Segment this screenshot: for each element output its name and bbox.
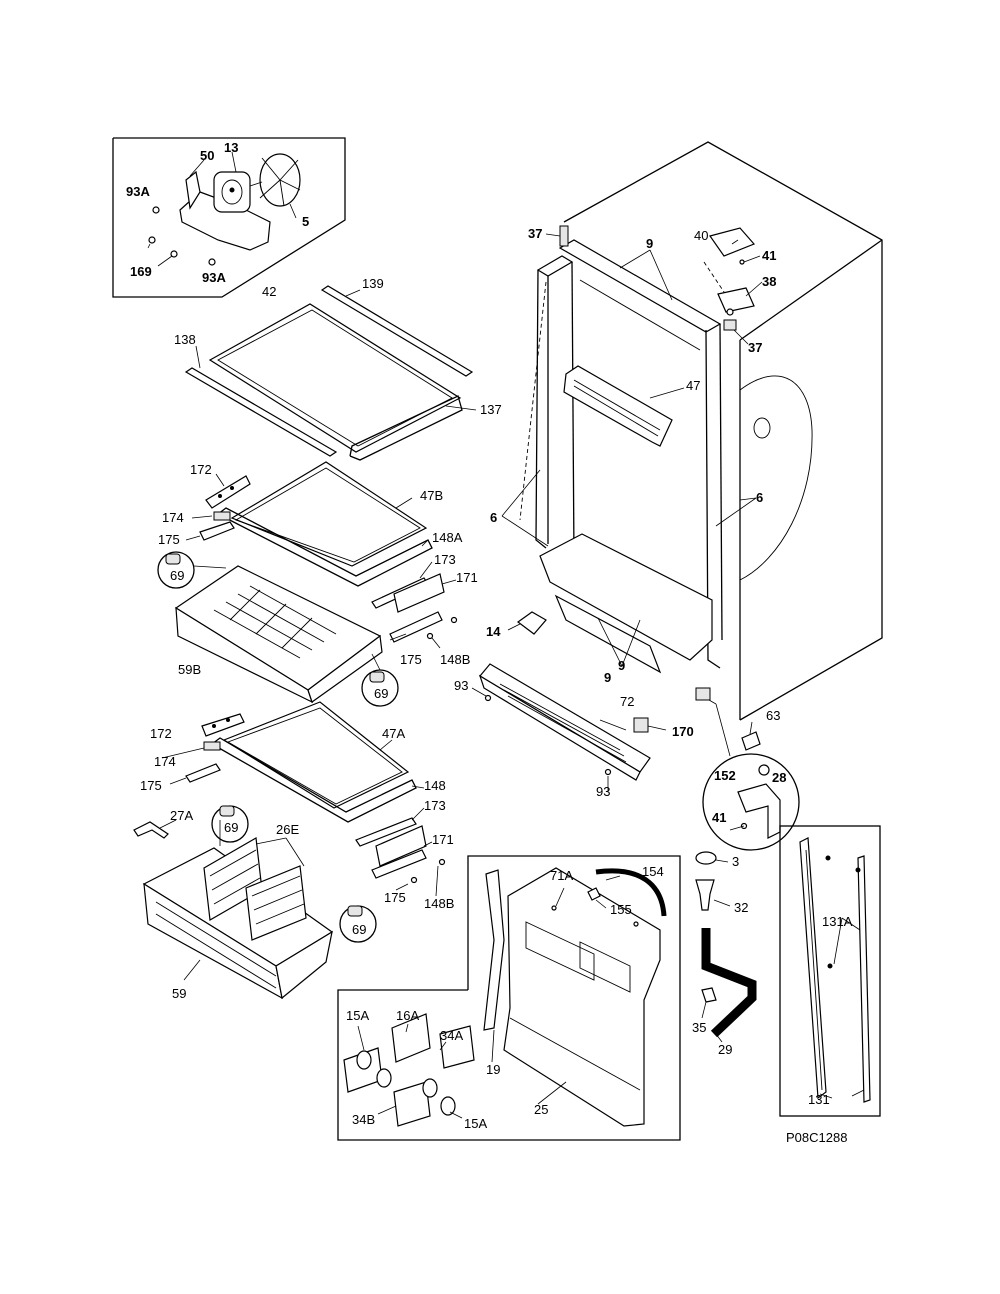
label-50: 50: [200, 148, 214, 163]
label-3: 3: [732, 854, 739, 869]
label-47a: 47A: [382, 726, 405, 741]
label-9: 9: [646, 236, 653, 251]
fan-motor-inset: 50 13 93A 5 169 93A: [112, 137, 346, 298]
label-137: 137: [480, 402, 502, 417]
label-174: 174: [162, 510, 184, 525]
label-139: 139: [362, 276, 384, 291]
label-27a: 27A: [170, 808, 193, 823]
label-138: 138: [174, 332, 196, 347]
upper-crisper-assembly: 172 47B 174 148A 175 69 173 171 59B 175 …: [157, 461, 478, 707]
label-148: 148: [424, 778, 446, 793]
label-40: 40: [694, 228, 708, 243]
label-32: 32: [734, 900, 748, 915]
label-175: 175: [158, 532, 180, 547]
label-152: 152: [714, 768, 736, 783]
label-29: 29: [718, 1042, 732, 1057]
label-93a: 93A: [126, 184, 150, 199]
label-37: 37: [528, 226, 542, 241]
control-panel-inset: 154 71A 155 19 25 15A 16A 34A 34B 15A: [337, 855, 681, 1141]
label-69: 69: [224, 820, 238, 835]
label-15a: 15A: [464, 1116, 487, 1131]
label-155: 155: [610, 902, 632, 917]
label-35: 35: [692, 1020, 706, 1035]
label-172: 172: [190, 462, 212, 477]
label-38: 38: [762, 274, 776, 289]
label-69: 69: [170, 568, 184, 583]
label-16a: 16A: [396, 1008, 419, 1023]
label-171: 171: [432, 832, 454, 847]
label-59b: 59B: [178, 662, 201, 677]
label-42: 42: [262, 284, 276, 299]
label-93: 93: [454, 678, 468, 693]
label-19: 19: [486, 1062, 500, 1077]
label-131: 131: [808, 1092, 830, 1107]
label-131a: 131A: [822, 914, 853, 929]
label-173: 173: [434, 552, 456, 567]
label-175: 175: [140, 778, 162, 793]
label-148b: 148B: [424, 896, 454, 911]
label-41: 41: [762, 248, 776, 263]
label-37: 37: [748, 340, 762, 355]
label-72: 72: [620, 694, 634, 709]
label-169: 169: [130, 264, 152, 279]
label-69: 69: [374, 686, 388, 701]
diagram-code: P08C1288: [786, 1130, 847, 1145]
label-59: 59: [172, 986, 186, 1001]
label-148b: 148B: [440, 652, 470, 667]
label-28: 28: [772, 770, 786, 785]
label-172: 172: [150, 726, 172, 741]
label-175: 175: [400, 652, 422, 667]
label-15a: 15A: [346, 1008, 369, 1023]
label-71a: 71A: [550, 868, 573, 883]
cabinet-assembly: 37 9 40 41 38 37 47 6 6 14 9 9 93 72 170…: [454, 141, 883, 799]
label-63: 63: [766, 708, 780, 723]
label-69: 69: [352, 922, 366, 937]
label-41: 41: [712, 810, 726, 825]
label-25: 25: [534, 1102, 548, 1117]
label-47b: 47B: [420, 488, 443, 503]
label-6: 6: [490, 510, 497, 525]
label-47: 47: [686, 378, 700, 393]
label-5: 5: [302, 214, 309, 229]
label-173: 173: [424, 798, 446, 813]
label-148a: 148A: [432, 530, 463, 545]
label-34a: 34A: [440, 1028, 463, 1043]
label-13: 13: [224, 140, 238, 155]
label-175: 175: [384, 890, 406, 905]
label-9: 9: [604, 670, 611, 685]
label-34b: 34B: [352, 1112, 375, 1127]
leg-and-hose: 3 32 35 29: [692, 851, 757, 1057]
lower-hinge-detail: 152 28 41: [695, 687, 800, 851]
label-93a: 93A: [202, 270, 226, 285]
lower-crisper-assembly: 172 47A 174 175 148 27A 69 173 26E 171 1…: [133, 701, 454, 1001]
trim-inset: 131A 131: [779, 825, 881, 1117]
label-9: 9: [618, 658, 625, 673]
label-154: 154: [642, 864, 664, 879]
top-shelf-assembly: 139 42 138 137: [174, 276, 502, 461]
label-26e: 26E: [276, 822, 299, 837]
label-170: 170: [672, 724, 694, 739]
label-14: 14: [486, 624, 501, 639]
label-6: 6: [756, 490, 763, 505]
label-174: 174: [154, 754, 176, 769]
label-93: 93: [596, 784, 610, 799]
label-171: 171: [456, 570, 478, 585]
